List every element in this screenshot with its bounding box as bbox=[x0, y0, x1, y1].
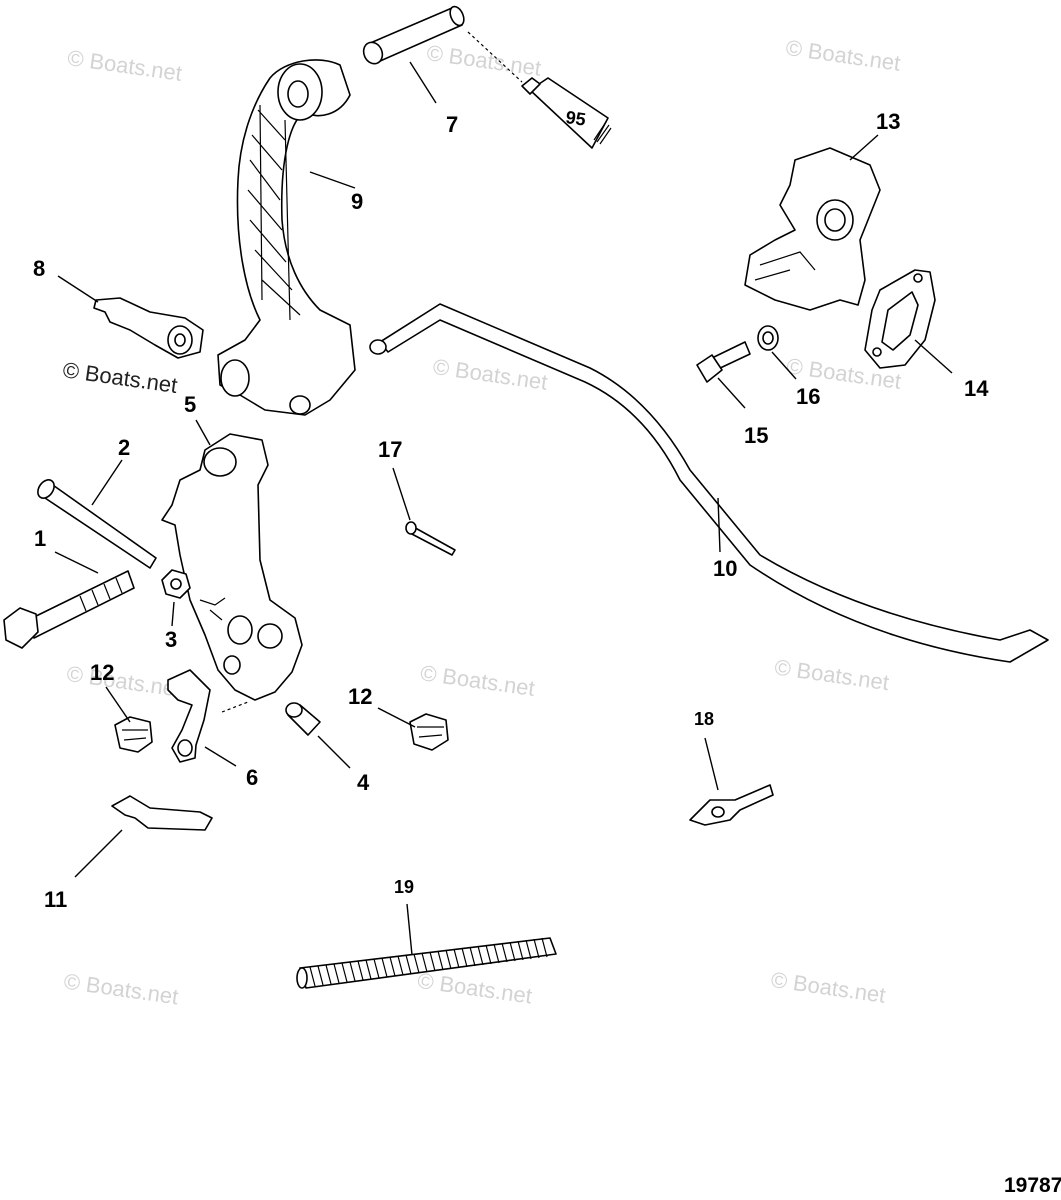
callout-18: 18 bbox=[694, 709, 714, 729]
callout-17: 17 bbox=[378, 437, 402, 462]
part-2-pin bbox=[37, 479, 157, 569]
watermark: © Boats.net bbox=[425, 40, 543, 81]
callout-4: 4 bbox=[357, 770, 370, 795]
callout-5: 5 bbox=[184, 392, 196, 417]
part-5-lever bbox=[161, 433, 303, 701]
part-12-retainer-left bbox=[114, 716, 153, 753]
callout-19: 19 bbox=[394, 877, 414, 897]
part-11-clip bbox=[111, 795, 213, 831]
part-3-nut bbox=[161, 569, 191, 599]
callout-8: 8 bbox=[33, 256, 45, 281]
part-14-gasket bbox=[864, 269, 936, 369]
part-15-bolt bbox=[696, 341, 751, 383]
watermark: © Boats.net bbox=[65, 661, 183, 702]
part-95-lubricant-tube bbox=[467, 31, 612, 149]
part-8-bracket bbox=[93, 297, 204, 359]
watermark: © Boats.net bbox=[769, 967, 887, 1008]
watermark: © Boats.net bbox=[419, 660, 537, 701]
figure-number: 19787 bbox=[1004, 1174, 1061, 1197]
callout-3: 3 bbox=[165, 627, 177, 652]
callout-11: 11 bbox=[44, 887, 67, 912]
callout-10: 10 bbox=[713, 556, 737, 581]
part-10-rod bbox=[369, 303, 1049, 663]
watermark: © Boats.net bbox=[66, 45, 184, 86]
callouts: 1 2 3 4 5 6 7 8 9 10 11 12 12 13 14 15 1… bbox=[33, 107, 989, 912]
watermark-dark: © Boats.net bbox=[61, 357, 179, 398]
part-1-bolt bbox=[3, 570, 135, 649]
callout-12: 12 bbox=[90, 660, 114, 685]
callout-1: 1 bbox=[34, 526, 46, 551]
callout-12: 12 bbox=[348, 684, 372, 709]
callout-16: 16 bbox=[796, 384, 820, 409]
part-4-bushing bbox=[285, 702, 321, 736]
part-16-bushing bbox=[757, 325, 779, 351]
callout-9: 9 bbox=[351, 189, 363, 214]
watermark: © Boats.net bbox=[62, 969, 180, 1010]
part-19-spring bbox=[296, 937, 557, 989]
watermark: © Boats.net bbox=[773, 654, 891, 695]
callout-14: 14 bbox=[964, 376, 989, 401]
leader-lines bbox=[54, 61, 953, 956]
part-13-housing bbox=[744, 147, 881, 311]
callout-7: 7 bbox=[446, 112, 458, 137]
part-17-pin bbox=[405, 521, 456, 556]
callout-2: 2 bbox=[118, 435, 130, 460]
part-9-arm bbox=[217, 59, 356, 416]
part-18-clip bbox=[689, 784, 774, 826]
watermark: © Boats.net bbox=[416, 968, 534, 1009]
callout-6: 6 bbox=[246, 765, 258, 790]
part-6-link bbox=[167, 669, 249, 763]
part-12-retainer-right bbox=[409, 713, 449, 751]
callout-15: 15 bbox=[744, 423, 768, 448]
callout-95: 95 bbox=[564, 107, 587, 130]
callout-13: 13 bbox=[876, 109, 900, 134]
part-7-pin bbox=[362, 5, 465, 65]
watermark: © Boats.net bbox=[784, 35, 902, 76]
watermark: © Boats.net bbox=[431, 354, 549, 395]
